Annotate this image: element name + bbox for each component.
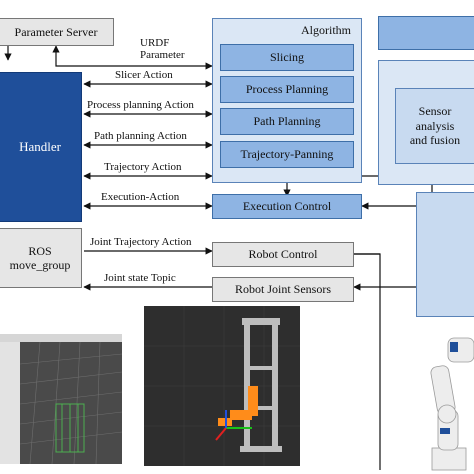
path-planning-label: Path Planning [253,114,321,129]
sensor-label-3: and fusion [409,133,461,148]
slicer-action-label: Slicer Action [115,69,173,81]
process-planning-label: Process Planning [245,82,329,97]
execution-action-label: Execution-Action [101,191,180,203]
parameter-server-box: Parameter Server [0,18,114,46]
slicing-label: Slicing [269,50,304,65]
execution-control-box: Execution Control [212,194,362,219]
joint-state-topic-label: Joint state Topic [104,272,176,284]
robot-control-label: Robot Control [248,247,318,262]
right-lower-block [416,192,474,317]
slicing-box: Slicing [220,44,354,71]
top-right-block [378,16,474,50]
robot-control-box: Robot Control [212,242,354,267]
urdf-parameter-label: URDF Parameter [140,37,185,61]
path-planning-box: Path Planning [220,108,354,135]
robot-joint-sensors-box: Robot Joint Sensors [212,277,354,302]
parameter-server-label: Parameter Server [14,24,98,39]
trajectory-action-label: Trajectory Action [104,161,182,173]
simulation-view-image [0,334,122,464]
handler-label: Handler [19,139,61,155]
ros-label: ROS [28,243,52,258]
parameter-label: Parameter [140,48,185,61]
sensor-label-2: analysis [415,118,455,133]
ros-move-group-box: ROS move_group [0,228,82,288]
trajectory-panning-box: Trajectory-Panning [220,141,354,168]
urdf-label: URDF [140,37,170,49]
sensor-analysis-box: Sensor analysis and fusion [395,88,474,164]
urdf-arrow [52,45,213,70]
path-planning-action-label: Path planning Action [94,130,187,142]
robot-render-image [144,306,300,466]
robot-joint-sensors-label: Robot Joint Sensors [234,282,331,297]
sensor-label-1: Sensor [418,104,452,119]
joint-trajectory-action-label: Joint Trajectory Action [90,236,192,248]
execution-control-label: Execution Control [242,199,332,214]
algorithm-title: Algorithm [301,23,351,37]
trajectory-panning-label: Trajectory-Panning [240,147,334,162]
move-group-label: move_group [9,258,71,272]
process-planning-action-label: Process planning Action [87,99,194,111]
process-planning-box: Process Planning [220,76,354,103]
industrial-robot-image [430,337,474,471]
handler-box: Handler [0,72,82,222]
